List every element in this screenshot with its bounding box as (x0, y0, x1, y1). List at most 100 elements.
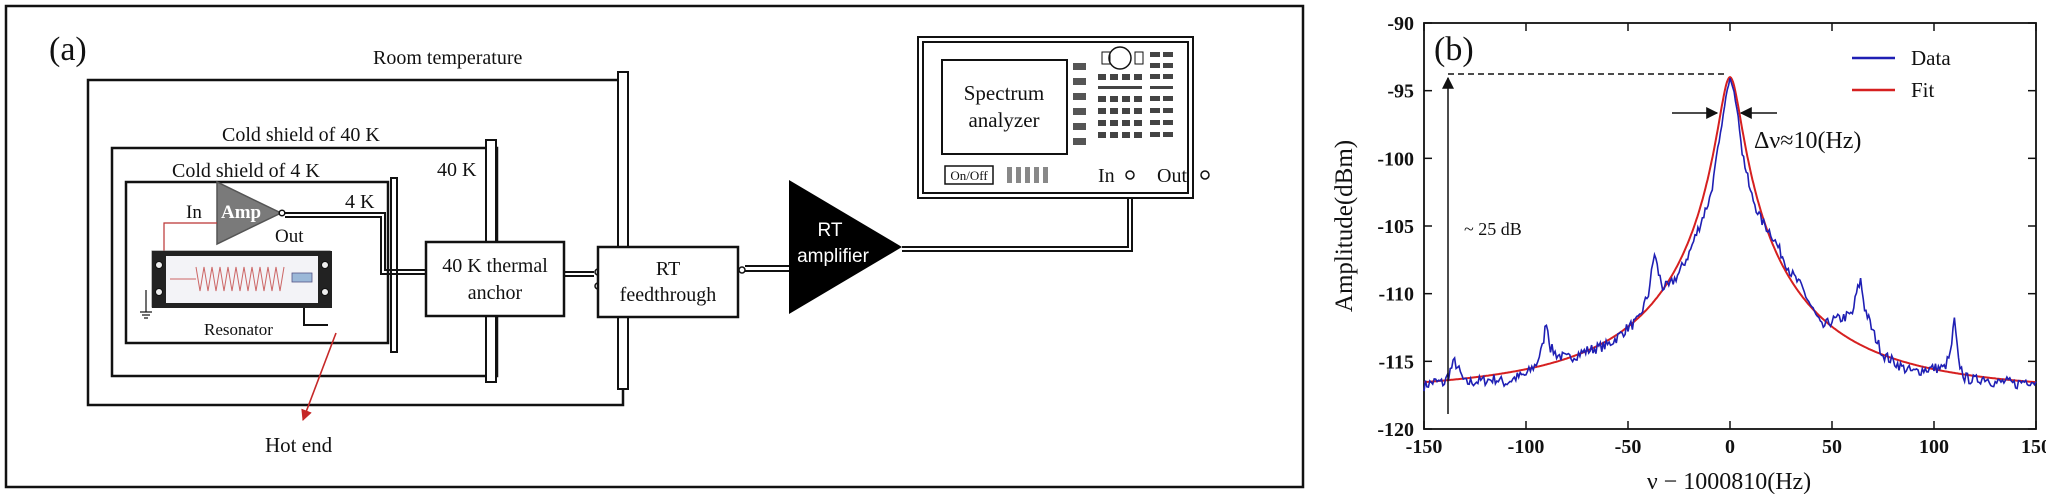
thermal-anchor-line2: anchor (468, 282, 523, 304)
softkey (1073, 78, 1086, 85)
knob-button (1101, 51, 1111, 65)
slot (1043, 167, 1048, 183)
amp-to-analyzer (902, 178, 1129, 248)
feedthrough-box (596, 245, 740, 319)
amp-out-label: Out (275, 226, 304, 247)
cold-shield-4k-label: Cold shield of 4 K (172, 160, 320, 182)
stage-4k-label: 4 K (345, 191, 375, 213)
legend-data-label: Data (1911, 46, 1951, 70)
legend-fit-label: Fit (1911, 78, 1935, 102)
rt-amplifier-triangle (789, 180, 902, 314)
slot (1016, 167, 1021, 183)
y-axis-label: Amplitude(dBm) (1331, 140, 1358, 312)
analyzer-out-label: Out (1157, 165, 1187, 187)
on-off-button-frame (944, 165, 994, 185)
softkey (1073, 123, 1086, 130)
screw-1 (155, 261, 163, 269)
stage-40k-label: 40 K (437, 159, 477, 181)
analyzer-line2: analyzer (968, 108, 1039, 132)
panel-a: (a) Room temperature Cold shield of 40 K… (4, 4, 1305, 489)
x-tick-label: 0 (1725, 436, 1735, 458)
y-tick-label: -95 (1387, 81, 1414, 103)
on-off-label: On/Off (950, 168, 988, 183)
data-series-line (1423, 77, 2037, 392)
analyzer-screen (941, 59, 1068, 155)
softkey (1073, 138, 1086, 145)
cold-shield-4k-box (124, 180, 390, 345)
screw-4 (321, 288, 329, 296)
hot-end-lead (303, 308, 328, 326)
amp-output-line (285, 212, 426, 271)
y-tick-label: -120 (1377, 419, 1414, 441)
analyzer-line1: Spectrum (964, 81, 1044, 105)
panel-a-label: (a) (49, 31, 87, 68)
plot-frame (1423, 22, 2037, 430)
amp-label: Amp (221, 202, 261, 223)
linewidth-annotation: Δν≈10(Hz) (1754, 128, 1861, 154)
thermal-anchor-box (424, 240, 566, 318)
amp-output-line-2 (285, 216, 426, 275)
hot-end-arrow (301, 332, 337, 422)
x-tick-label: -150 (1406, 436, 1443, 458)
analyzer-knob (1108, 46, 1132, 70)
slot (1025, 167, 1030, 183)
y-ticks: -90 -95 -100 -105 -110 -115 -120 (1377, 13, 2036, 441)
analyzer-inner (922, 41, 1189, 194)
screw-3 (321, 261, 329, 269)
softkey (1073, 108, 1086, 115)
slot (1034, 167, 1039, 183)
x-tick-label: 100 (1919, 436, 1949, 458)
x-tick-label: -100 (1508, 436, 1545, 458)
analyzer-in-label: In (1098, 165, 1115, 187)
slot (1007, 167, 1012, 183)
amp-to-analyzer-2 (902, 178, 1133, 252)
thermal-anchor-line1: 40 K thermal (442, 255, 548, 277)
x-tick-label: 50 (1822, 436, 1842, 458)
resonator-bar-top (152, 251, 330, 256)
y-tick-label: -105 (1377, 216, 1414, 238)
x-tick-label: 150 (2021, 436, 2046, 458)
rt-wall (617, 71, 629, 390)
resonator-assembly (140, 250, 332, 326)
rt-amp-line2: amplifier (797, 246, 869, 267)
amp-in-label: In (186, 202, 202, 223)
cold-shield-40k-label: Cold shield of 40 K (222, 124, 380, 146)
x-tick-label: -50 (1615, 436, 1642, 458)
depth-annotation: ~ 25 dB (1464, 219, 1522, 239)
room-temperature-label: Room temperature (373, 47, 523, 69)
analyzer-out-port (1200, 170, 1210, 180)
softkey (1073, 93, 1086, 100)
panel-b: (b) -90-95-100-105-110-115-120 -150-100-… (1331, 13, 2046, 494)
feedthrough-out-node (738, 266, 746, 274)
analyzer-keypad (1098, 52, 1173, 138)
y-tick-label: -100 (1377, 148, 1414, 170)
panel-a-frame (4, 4, 1305, 489)
legend: Data Fit (1852, 46, 1951, 102)
spectrum-analyzer: Spectrum analyzer (917, 36, 1210, 199)
hot-end-label: Hot end (265, 433, 333, 457)
analyzer-in-port (1125, 170, 1135, 180)
y-tick-label: -90 (1387, 13, 1414, 35)
resonator-left-block (152, 251, 166, 308)
feedthrough-line1: RT (656, 258, 680, 280)
y-tick-label: -110 (1378, 284, 1414, 306)
resonator-bar-bottom (152, 303, 330, 308)
rt-amp-line1: RT (818, 220, 843, 241)
knob-button (1134, 51, 1144, 65)
amp-output-node (278, 209, 286, 217)
panel-b-label: (b) (1434, 31, 1474, 68)
resonator-label: Resonator (204, 320, 273, 339)
wall-4k (390, 177, 398, 353)
feedthrough-line2: feedthrough (620, 284, 717, 306)
x-axis-label: ν − 1000810(Hz) (1647, 469, 1811, 494)
resonator-coil (195, 266, 285, 292)
resonator-right-block (318, 251, 332, 308)
resonator-coupler (291, 272, 313, 283)
series-layer (1423, 75, 2037, 392)
softkey (1073, 63, 1086, 70)
amp-triangle (216, 180, 283, 246)
y-tick-label: -115 (1378, 351, 1414, 373)
x-ticks: -150 -100 -50 0 50 100 150 (1406, 23, 2046, 458)
screw-2 (155, 288, 163, 296)
